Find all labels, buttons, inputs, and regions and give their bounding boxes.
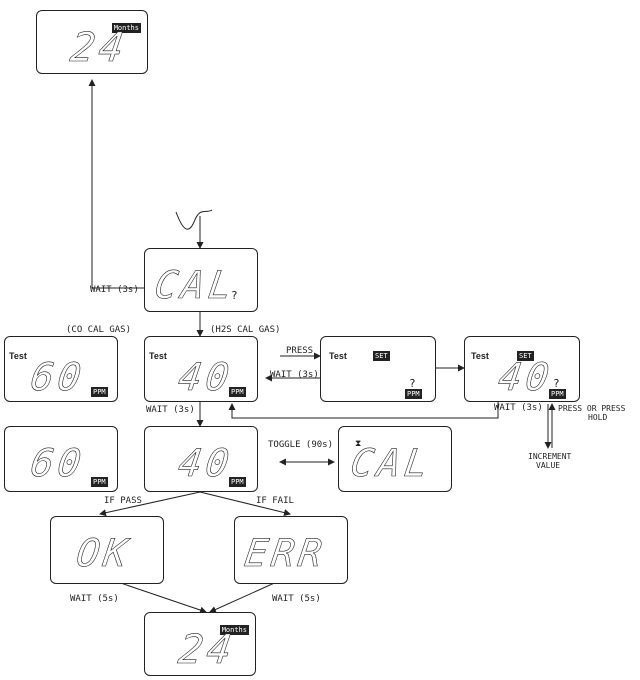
lcd-value: CAL	[347, 441, 435, 486]
if-pass-label: IF PASS	[104, 496, 142, 506]
increment-label: INCREMENT	[528, 452, 572, 461]
ppm-badge: PPM	[549, 389, 566, 399]
toggle-label: TOGGLE (90s)	[268, 440, 334, 450]
lcd-top-months: Months 24	[36, 10, 148, 74]
lcd-value: OK	[73, 531, 135, 576]
wait-3s-mid-label: WAIT (3s)	[146, 405, 195, 415]
question-mark: ?	[409, 377, 416, 390]
months-badge: Months	[111, 23, 141, 33]
lcd-co-test: Test 60 PPM	[4, 336, 118, 402]
question-mark: ?	[231, 289, 238, 302]
test-label: Test	[9, 351, 27, 361]
test-label: Test	[149, 351, 167, 361]
co-cal-gas-label: (CO CAL GAS)	[66, 325, 132, 335]
months-badge: Months	[219, 625, 249, 635]
wait-5s-left-label: WAIT (5s)	[70, 594, 119, 604]
lcd-value: 40	[175, 355, 237, 400]
test-label: Test	[471, 351, 489, 361]
set-badge: SET	[517, 351, 534, 361]
ppm-badge: PPM	[91, 477, 108, 487]
press-label: PRESS	[286, 346, 314, 356]
question-mark: ?	[553, 377, 560, 390]
lcd-value: ERR	[241, 531, 329, 576]
lcd-h2s-reading: 40 PPM	[144, 426, 258, 492]
ppm-badge: PPM	[91, 387, 108, 397]
lcd-value: 24	[67, 25, 131, 72]
set-badge: SET	[373, 351, 390, 361]
lcd-set-blank: Test SET ? PPM	[320, 336, 436, 402]
lcd-value: 24	[175, 627, 239, 674]
ppm-badge: PPM	[405, 389, 422, 399]
if-fail-label: IF FAIL	[256, 496, 294, 506]
lcd-set-value: Test SET 40 ? PPM	[464, 336, 580, 402]
hourglass-icon: ⧗	[355, 439, 362, 449]
squiggle-input	[175, 209, 213, 230]
wait-3s-right-label: WAIT (3s)	[494, 403, 543, 413]
lcd-value: 40	[495, 355, 557, 400]
wait-3s-label: WAIT (3s)	[90, 285, 139, 295]
test-label: Test	[329, 351, 347, 361]
ppm-badge: PPM	[229, 477, 246, 487]
lcd-value: 60	[27, 441, 89, 486]
lcd-err: ERR	[234, 516, 348, 584]
press-or-hold-label: PRESS OR PRESS	[558, 404, 626, 413]
wait-3s-set-label: WAIT (3s)	[270, 370, 319, 380]
lcd-cal-toggle: ⧗ CAL	[338, 426, 452, 492]
lcd-value: 60	[27, 355, 89, 400]
lcd-cal-prompt: CAL ?	[144, 248, 258, 312]
press-or-hold-label-2: HOLD	[588, 413, 608, 422]
lcd-co-reading: 60 PPM	[4, 426, 118, 492]
ppm-badge: PPM	[229, 387, 246, 397]
lcd-ok: OK	[50, 516, 164, 584]
h2s-cal-gas-label: (H2S CAL GAS)	[210, 325, 281, 335]
lcd-bottom-months: Months 24	[144, 612, 256, 676]
wait-5s-right-label: WAIT (5s)	[272, 594, 321, 604]
increment-label-2: VALUE	[536, 461, 561, 470]
lcd-h2s-test: Test 40 PPM	[144, 336, 258, 402]
lcd-value: CAL	[151, 263, 239, 308]
lcd-value: 40	[175, 441, 237, 486]
